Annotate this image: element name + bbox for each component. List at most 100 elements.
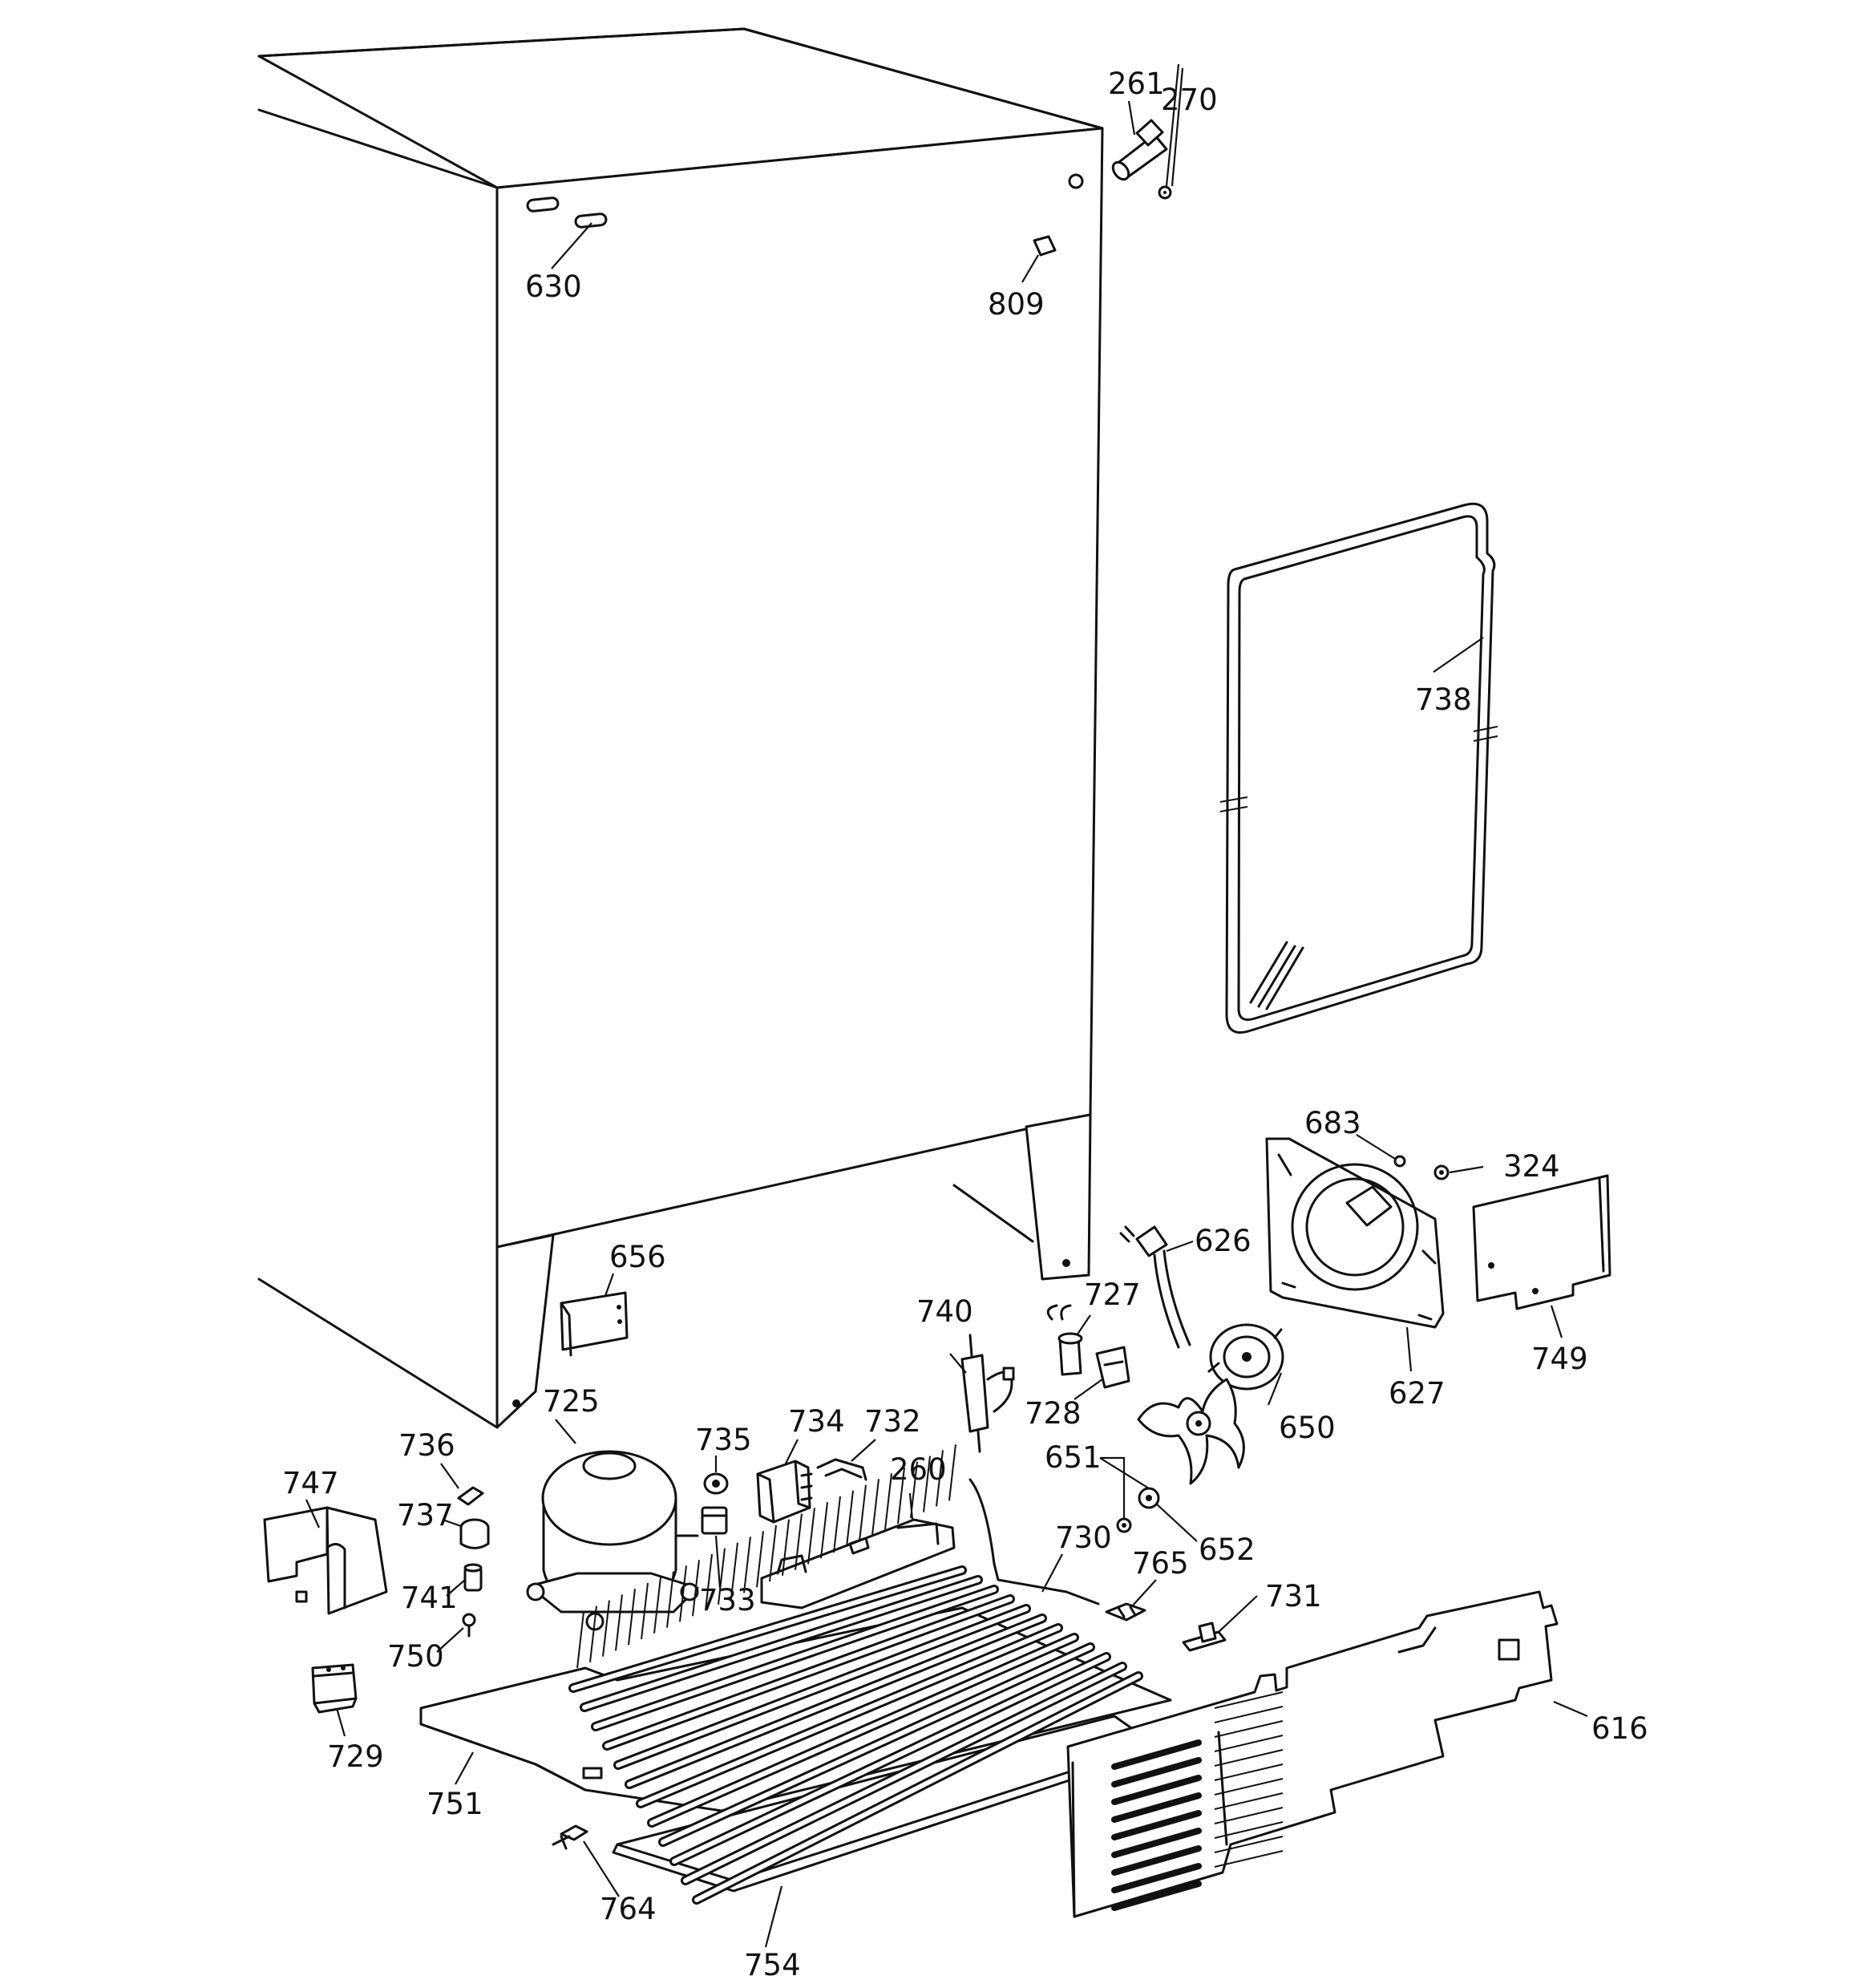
- label-737: 737: [397, 1498, 454, 1533]
- fan-motor-650: [1207, 1323, 1284, 1391]
- label-626: 626: [1195, 1224, 1251, 1258]
- coil-fin: [589, 1605, 597, 1662]
- coil-fin: [871, 1479, 879, 1536]
- coil-pass-inner: [694, 1674, 1141, 1902]
- grommet-737: [459, 1518, 490, 1549]
- coil-fin: [948, 1444, 956, 1501]
- label-324: 324: [1503, 1149, 1560, 1184]
- grille-616: [1066, 1590, 1559, 1918]
- pin-261: [1111, 119, 1168, 181]
- screw-683: [1393, 1155, 1406, 1168]
- grille-vent: [1214, 1720, 1284, 1738]
- clip-728: [1095, 1346, 1130, 1389]
- label-616: 616: [1591, 1711, 1648, 1746]
- label-738: 738: [1415, 682, 1472, 717]
- label-750: 750: [387, 1639, 444, 1674]
- label-751: 751: [427, 1787, 483, 1821]
- fan-shroud-627: [1265, 1137, 1445, 1329]
- grille-vent: [1214, 1792, 1284, 1810]
- coil-fin: [653, 1577, 661, 1634]
- label-741: 741: [401, 1581, 458, 1615]
- coil-pass-inner: [616, 1606, 1029, 1767]
- grille-vent: [1214, 1735, 1284, 1752]
- label-747: 747: [282, 1466, 339, 1500]
- label-725: 725: [543, 1384, 600, 1419]
- label-652: 652: [1199, 1533, 1256, 1567]
- coil-fin: [705, 1553, 713, 1611]
- label-765: 765: [1132, 1546, 1189, 1581]
- label-764: 764: [600, 1892, 657, 1926]
- clip-736: [457, 1486, 484, 1506]
- cover-749: [1472, 1174, 1611, 1310]
- grille-slot: [1111, 1792, 1202, 1823]
- coil-fin: [692, 1560, 700, 1617]
- label-728: 728: [1025, 1396, 1082, 1431]
- grille-slot: [1111, 1863, 1202, 1893]
- grille-vent: [1214, 1706, 1284, 1723]
- coil-fin: [859, 1484, 867, 1541]
- relay-box-734: [756, 1460, 813, 1524]
- label-650: 650: [1279, 1411, 1336, 1445]
- drier-740: [960, 1334, 1015, 1453]
- grille-slot: [1111, 1881, 1202, 1911]
- coil-fin: [756, 1531, 764, 1588]
- clip-732: [816, 1458, 867, 1481]
- label-731: 731: [1265, 1579, 1322, 1613]
- grille-vent: [1214, 1821, 1284, 1839]
- callout-labels: 261 270 630 809 738 683 324 626 656 727 …: [282, 67, 1648, 1982]
- drain-pan-260: [760, 1518, 956, 1609]
- grille-vent: [1214, 1749, 1284, 1767]
- coil-fin: [884, 1473, 892, 1530]
- label-260: 260: [890, 1452, 947, 1487]
- screw-750: [462, 1613, 476, 1638]
- coil-pass-inner: [661, 1645, 1093, 1844]
- coil-fin: [718, 1548, 726, 1605]
- label-630: 630: [525, 269, 582, 304]
- screw-270: [1158, 185, 1172, 200]
- coil-fin: [743, 1537, 751, 1593]
- coil-fin: [923, 1456, 931, 1512]
- coil-pass-inner: [627, 1616, 1045, 1787]
- bracket-656: [560, 1291, 629, 1357]
- coil-fin: [769, 1524, 777, 1582]
- power-cord-626: [1119, 1225, 1191, 1349]
- grille-slot: [1111, 1810, 1202, 1840]
- relay-729: [311, 1663, 358, 1714]
- grille-vent: [1214, 1807, 1284, 1824]
- screw-324: [1433, 1164, 1450, 1180]
- label-732: 732: [864, 1404, 921, 1439]
- grille-slot: [1111, 1775, 1202, 1805]
- label-270: 270: [1161, 83, 1218, 117]
- clip-809: [1033, 235, 1057, 257]
- grille-vent: [1214, 1763, 1284, 1781]
- clip-764: [552, 1824, 588, 1850]
- heater-loop-738: [1219, 502, 1498, 1034]
- grille-slot: [1111, 1739, 1202, 1770]
- coil-fin: [833, 1496, 841, 1553]
- coil-fin: [602, 1600, 610, 1657]
- washer-651: [1116, 1487, 1160, 1533]
- grommet-735: [703, 1472, 729, 1495]
- switch-727: [1046, 1304, 1083, 1376]
- label-261: 261: [1108, 67, 1165, 101]
- label-734: 734: [788, 1404, 845, 1439]
- coil-pass-inner: [604, 1597, 1013, 1748]
- relay-733: [701, 1506, 728, 1535]
- coil-pass-inner: [593, 1587, 997, 1729]
- coil-fin: [679, 1565, 687, 1622]
- grille-vent: [1214, 1850, 1284, 1868]
- coil-pass-inner: [649, 1635, 1077, 1825]
- label-809: 809: [988, 287, 1045, 322]
- label-651: 651: [1045, 1440, 1102, 1475]
- coil-fin: [666, 1571, 674, 1628]
- grille-vent: [1214, 1836, 1284, 1853]
- condenser-coil-730: [568, 1444, 1143, 1905]
- coil-pass-inner: [638, 1626, 1061, 1806]
- label-727: 727: [1084, 1277, 1141, 1312]
- coil-pass-inner: [571, 1568, 964, 1690]
- label-736: 736: [398, 1428, 455, 1463]
- coil-fin: [730, 1542, 738, 1599]
- compressor-725: [526, 1450, 699, 1631]
- label-733: 733: [699, 1583, 756, 1618]
- refrigerator-cabinet: [257, 27, 1104, 1429]
